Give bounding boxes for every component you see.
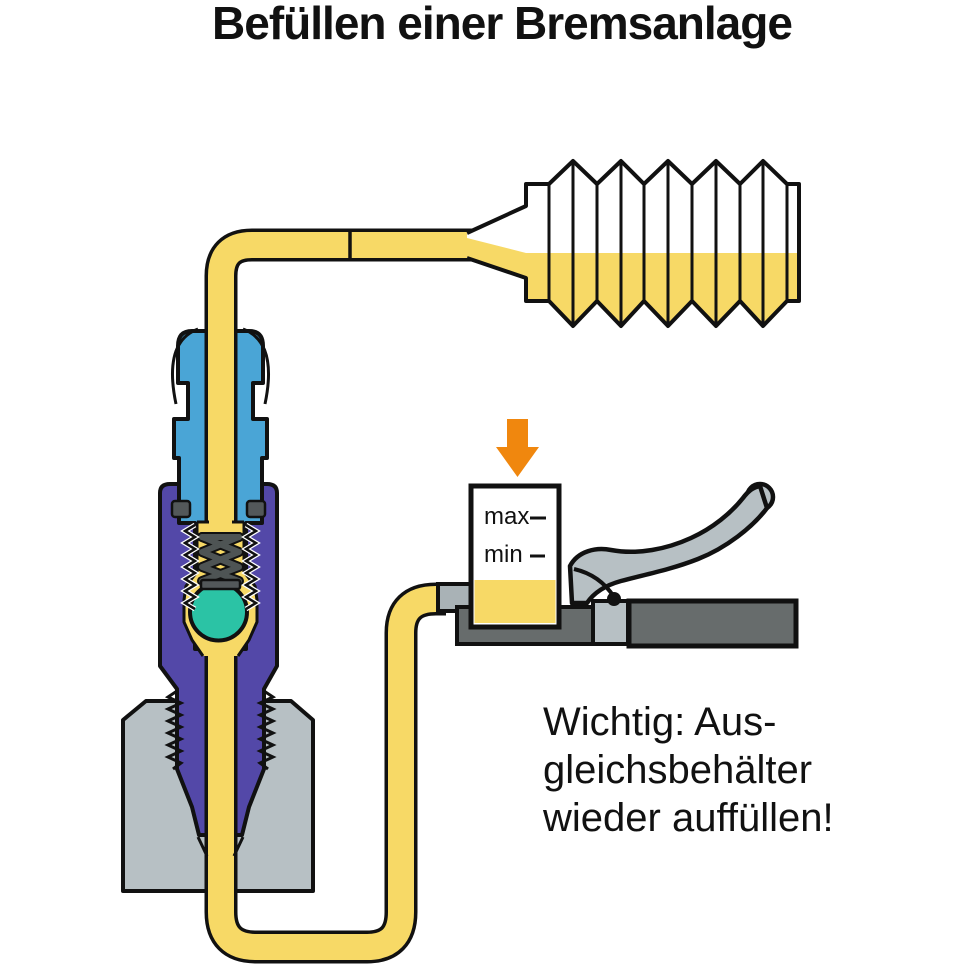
bellows-fold-lines (547, 161, 789, 326)
important-note: Wichtig: Aus- gleichsbehälter wieder auf… (543, 698, 834, 842)
bellows-bottle (466, 159, 801, 328)
handlebar-grip (626, 598, 799, 649)
bellows-outline (466, 159, 801, 328)
outer-threads (164, 689, 277, 857)
fill-arrow-icon (496, 419, 539, 477)
reservoir-max-label: max (484, 503, 530, 530)
dust-cap-line-left (171, 327, 199, 405)
hose-fluid (208, 232, 478, 960)
valve-spring (197, 532, 244, 591)
reservoir-min-label: min (484, 541, 523, 568)
lever-pivot-dot (607, 592, 621, 606)
lever-blade (567, 483, 770, 606)
note-line-1: Wichtig: Aus- (543, 700, 777, 744)
note-line-2: gleichsbehälter (543, 748, 813, 792)
reservoir-fluid (474, 580, 556, 623)
check-ball (188, 581, 249, 643)
note-line-3: wieder auffüllen! (543, 796, 834, 840)
seal-left (170, 499, 192, 519)
diagram-title: Befüllen einer Bremsanlage (212, 0, 793, 49)
brake-lever (567, 481, 776, 606)
inner-threads (180, 522, 261, 612)
fluid-hose (204, 228, 478, 964)
dust-cap-line-right (242, 327, 270, 405)
lever-bracket (591, 599, 630, 646)
equalizing-reservoir (468, 483, 562, 630)
seal-right (245, 499, 267, 519)
